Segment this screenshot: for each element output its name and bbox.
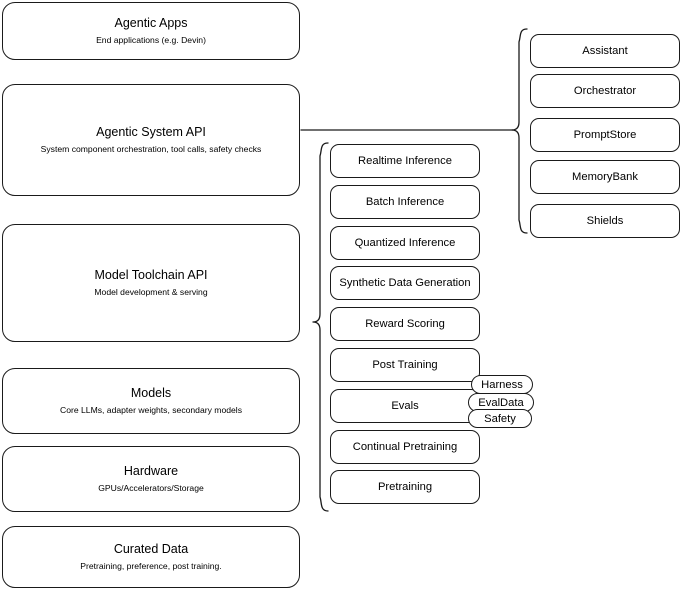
layer-box-hardware[interactable]: Hardware GPUs/Accelerators/Storage (2, 446, 300, 512)
evals-subcomponent-label: Harness (481, 378, 523, 391)
agentic-component-box-shields[interactable]: Shields (530, 204, 680, 238)
capability-label: Synthetic Data Generation (339, 277, 471, 289)
capability-box-batch-inference[interactable]: Batch Inference (330, 185, 480, 219)
capability-box-pretraining[interactable]: Pretraining (330, 470, 480, 504)
agentic-component-box-memorybank[interactable]: MemoryBank (530, 160, 680, 194)
brace-agentic-components (511, 28, 528, 234)
capability-box-reward-scoring[interactable]: Reward Scoring (330, 307, 480, 341)
layer-subtitle: GPUs/Accelerators/Storage (98, 483, 204, 493)
agentic-component-label: PromptStore (573, 129, 637, 141)
agentic-component-label: Shields (586, 215, 624, 227)
layer-box-agentic-apps[interactable]: Agentic Apps End applications (e.g. Devi… (2, 2, 300, 60)
layer-title: Curated Data (113, 542, 189, 556)
evals-subcomponent-safety[interactable]: Safety (468, 409, 532, 428)
capability-label: Quantized Inference (354, 237, 456, 249)
layer-title: Hardware (123, 464, 179, 478)
layer-title: Agentic System API (96, 125, 206, 139)
capability-box-quantized-inference[interactable]: Quantized Inference (330, 226, 480, 260)
layer-box-models[interactable]: Models Core LLMs, adapter weights, secon… (2, 368, 300, 434)
layer-subtitle: Core LLMs, adapter weights, secondary mo… (60, 405, 242, 415)
capability-label: Batch Inference (365, 196, 445, 208)
layer-box-curated-data[interactable]: Curated Data Pretraining, preference, po… (2, 526, 300, 588)
evals-subcomponent-harness[interactable]: Harness (471, 375, 533, 394)
agentic-component-label: Orchestrator (573, 85, 637, 97)
evals-subcomponent-label: EvalData (478, 396, 524, 409)
capability-box-post-training[interactable]: Post Training (330, 348, 480, 382)
agentic-component-box-orchestrator[interactable]: Orchestrator (530, 74, 680, 108)
capability-label: Evals (391, 400, 419, 412)
layer-box-model-toolchain-api[interactable]: Model Toolchain API Model development & … (2, 224, 300, 342)
agentic-component-box-promptstore[interactable]: PromptStore (530, 118, 680, 152)
agentic-component-label: MemoryBank (572, 171, 638, 183)
layer-box-agentic-system-api[interactable]: Agentic System API System component orch… (2, 84, 300, 196)
layer-subtitle: Pretraining, preference, post training. (80, 561, 222, 571)
layer-title: Model Toolchain API (94, 268, 208, 282)
capability-label: Pretraining (377, 481, 433, 493)
capability-label: Continual Pretraining (352, 441, 458, 453)
capability-label: Post Training (372, 359, 438, 371)
layer-subtitle: System component orchestration, tool cal… (40, 144, 262, 154)
evals-subcomponent-label: Safety (484, 412, 516, 425)
agentic-component-box-assistant[interactable]: Assistant (530, 34, 680, 68)
capability-label: Realtime Inference (358, 155, 452, 167)
capability-label: Reward Scoring (365, 318, 445, 330)
layer-subtitle: Model development & serving (94, 287, 208, 297)
capability-box-continual-pretraining[interactable]: Continual Pretraining (330, 430, 480, 464)
layer-subtitle: End applications (e.g. Devin) (96, 35, 206, 45)
capability-box-evals[interactable]: Evals (330, 389, 480, 423)
layer-title: Agentic Apps (114, 16, 188, 30)
capability-box-synthetic-data-generation[interactable]: Synthetic Data Generation (330, 266, 480, 300)
brace-toolchain-capabilities (312, 142, 329, 512)
layer-title: Models (130, 386, 172, 400)
capability-box-realtime-inference[interactable]: Realtime Inference (330, 144, 480, 178)
agentic-component-label: Assistant (582, 45, 628, 57)
